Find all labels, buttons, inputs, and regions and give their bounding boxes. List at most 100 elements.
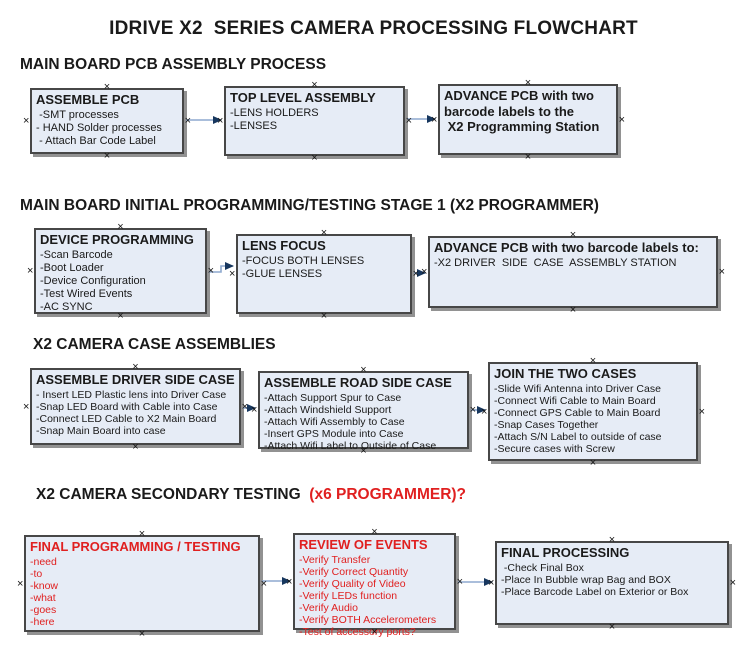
flow-box-device-programming: DEVICE PROGRAMMING -Scan Barcode-Boot Lo… — [27, 222, 214, 322]
connection-point-icon: × — [311, 79, 318, 91]
box-items: -need-to-know-what-goes-here — [30, 556, 254, 628]
box-item: -Attach Wifi Label to Outside of Case — [264, 439, 437, 452]
connection-point-icon: × — [524, 151, 532, 163]
connection-point-icon: × — [217, 115, 224, 127]
connection-point-icon: × — [23, 400, 30, 413]
box-item: -Snap Cases Together — [494, 418, 599, 431]
box-item: - HAND Solder processes — [36, 121, 162, 134]
box-title: FINAL PROCESSING — [501, 545, 630, 560]
box-item: -LENS HOLDERS — [230, 106, 319, 119]
box-items: - Insert LED Plastic lens into Driver Ca… — [36, 389, 235, 437]
box-item: -Verify Correct Quantity — [299, 565, 409, 578]
connection-point-icon: × — [469, 404, 476, 416]
box-item: -to — [30, 567, 43, 580]
box-items: -Slide Wifi Antenna into Driver Case-Con… — [494, 383, 692, 455]
connection-point-icon: × — [488, 577, 495, 589]
box-items: -Attach Support Spur to Case-Attach Wind… — [264, 392, 463, 452]
box-item: -Test of accessory ports? — [299, 625, 416, 638]
connection-point-icon: × — [371, 626, 378, 638]
box-title: ASSEMBLE PCB — [36, 92, 140, 107]
box-item: -Insert GPS Module into Case — [264, 427, 404, 440]
connection-point-icon: × — [132, 361, 139, 373]
box-title: ASSEMBLE ROAD SIDE CASE — [264, 375, 452, 390]
connection-point-icon: × — [320, 227, 328, 239]
connection-point-icon: × — [229, 268, 236, 280]
box-item: -Attach Wifi Assembly to Case — [264, 415, 405, 428]
connection-point-icon: × — [481, 405, 488, 418]
connection-point-icon: × — [251, 404, 258, 416]
page-title: IDRIVE X2 SERIES CAMERA PROCESSING FLOWC… — [109, 18, 638, 39]
box-item: -Connect Wifi Cable to Main Board — [494, 394, 656, 407]
box-item: -Test Wired Events — [40, 287, 133, 300]
box-item: -here — [30, 615, 55, 628]
connection-point-icon: × — [589, 457, 597, 469]
box-item: -X2 DRIVER SIDE CASE ASSEMBLY STATION — [434, 256, 677, 269]
connection-point-icon: × — [241, 400, 248, 413]
box-item: -Verify LEDs function — [299, 589, 398, 602]
box-item: -Scan Barcode — [40, 248, 113, 261]
connection-point-icon: × — [360, 364, 367, 376]
connection-point-icon: × — [371, 526, 378, 538]
box-item: -Snap Main Board into case — [36, 424, 166, 437]
connection-point-icon: × — [360, 445, 367, 457]
box-item: -Verify BOTH Accelerometers — [299, 613, 437, 626]
box-items: -X2 DRIVER SIDE CASE ASSEMBLY STATION — [434, 257, 712, 270]
box-item: -Verify Quality of Video — [299, 577, 406, 590]
connection-point-icon: × — [569, 304, 577, 316]
box-title: JOIN THE TWO CASES — [494, 366, 637, 381]
section-heading-black-part: X2 CAMERA SECONDARY TESTING — [36, 486, 301, 503]
connection-point-icon: × — [184, 115, 191, 127]
connection-point-icon: × — [456, 575, 463, 588]
box-item: -Place In Bubble wrap Bag and BOX — [501, 573, 671, 586]
box-item: -know — [30, 579, 59, 592]
box-items: -FOCUS BOTH LENSES-GLUE LENSES — [242, 255, 406, 281]
box-item: -GLUE LENSES — [242, 267, 323, 280]
connection-point-icon: × — [405, 115, 412, 127]
box-item: -Snap LED Board with Cable into Case — [36, 400, 218, 413]
connection-point-icon: × — [589, 355, 597, 367]
connection-point-icon: × — [718, 266, 725, 278]
box-title: DEVICE PROGRAMMING — [40, 232, 194, 247]
connection-point-icon: × — [103, 81, 111, 93]
flow-box-advance-pcb-driver-side: ADVANCE PCB with two barcode labels to: … — [421, 230, 725, 316]
box-title: ADVANCE PCB with two barcode labels to: — [434, 240, 699, 255]
section-heading-pcb-assembly: MAIN BOARD PCB ASSEMBLY PROCESS — [20, 56, 327, 73]
flow-box-top-level-assembly: TOP LEVEL ASSEMBLY -LENS HOLDERS-LENSES … — [217, 80, 412, 164]
box-item: -Connect LED Cable to X2 Main Board — [36, 412, 217, 425]
connection-point-icon: × — [132, 441, 139, 453]
connection-point-icon: × — [431, 113, 438, 126]
connection-point-icon: × — [569, 229, 577, 241]
box-items: -SMT processes- HAND Solder processes - … — [36, 109, 178, 148]
box-title: ADVANCE PCB with two barcode labels to t… — [444, 88, 600, 134]
flow-box-final-programming-testing: FINAL PROGRAMMING / TESTING -need-to-kno… — [17, 529, 267, 640]
box-title: LENS FOCUS — [242, 238, 326, 253]
connection-point-icon: × — [17, 577, 24, 590]
box-item: -need — [30, 555, 57, 568]
box-item: -Place Barcode Label on Exterior or Box — [501, 585, 689, 598]
connection-point-icon: × — [698, 405, 705, 418]
connection-point-icon: × — [286, 575, 293, 588]
connection-point-icon: × — [729, 577, 736, 589]
box-items: -Check Final Box-Place In Bubble wrap Ba… — [501, 562, 723, 598]
connection-point-icon: × — [103, 150, 111, 162]
section-heading-case-assemblies: X2 CAMERA CASE ASSEMBLIES — [33, 336, 276, 353]
box-item: -SMT processes — [36, 108, 119, 121]
section-heading-red-part: (x6 PROGRAMMER)? — [300, 486, 467, 503]
box-items: -Scan Barcode-Boot Loader-Device Configu… — [40, 249, 201, 314]
box-item: -Slide Wifi Antenna into Driver Case — [494, 382, 661, 395]
box-title: TOP LEVEL ASSEMBLY — [230, 90, 376, 105]
connection-point-icon: × — [27, 265, 34, 277]
connection-point-icon: × — [412, 268, 419, 280]
flow-box-final-processing: FINAL PROCESSING -Check Final Box-Place … — [488, 535, 736, 633]
box-title: FINAL PROGRAMMING / TESTING — [30, 539, 241, 554]
flow-box-assemble-pcb: ASSEMBLE PCB -SMT processes- HAND Solder… — [23, 82, 191, 162]
box-items: -Verify Transfer-Verify Correct Quantity… — [299, 554, 450, 638]
connection-point-icon: × — [117, 221, 124, 233]
box-item: -Device Configuration — [40, 274, 146, 287]
box-item: - Attach Bar Code Label — [36, 134, 156, 147]
connection-point-icon: × — [260, 577, 267, 590]
section-heading-secondary-testing: X2 CAMERA SECONDARY TESTING (x6 PROGRAMM… — [36, 486, 466, 504]
box-item: -Attach S/N Label to outside of case — [494, 430, 662, 443]
flow-box-assemble-road-side-case: ASSEMBLE ROAD SIDE CASE -Attach Support … — [251, 365, 476, 457]
flow-box-lens-focus: LENS FOCUS -FOCUS BOTH LENSES-GLUE LENSE… — [229, 228, 419, 322]
